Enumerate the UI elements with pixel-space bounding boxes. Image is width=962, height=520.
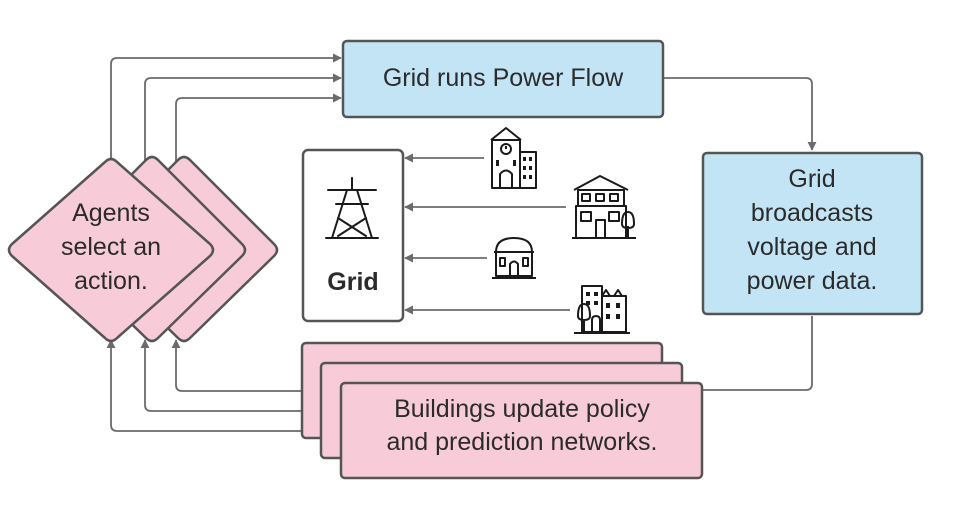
broadcast-line-1: Grid xyxy=(788,165,835,193)
arrow-update-to-agents-3 xyxy=(106,339,341,432)
power-flow-node: Grid runs Power Flow xyxy=(341,39,665,119)
apartment-block-icon xyxy=(574,285,630,334)
agents-node: Agents select an action. xyxy=(7,155,279,343)
arrow-broadcast-to-update xyxy=(703,316,813,391)
power-tower-icon xyxy=(325,177,379,241)
power-flow-label: Grid runs Power Flow xyxy=(383,64,624,92)
grid-node: Grid xyxy=(301,148,405,323)
agents-line-2: select an xyxy=(61,233,161,261)
arrow-update-to-agents-2 xyxy=(140,339,321,412)
buildings-update-node: Buildings update policy and prediction n… xyxy=(300,341,704,480)
broadcast-line-4: power data. xyxy=(747,267,878,295)
arrow-powerflow-to-broadcast xyxy=(663,77,817,151)
domed-hall-icon xyxy=(492,237,536,279)
arrow-update-to-agents-1 xyxy=(171,339,302,392)
clock-tower-building-icon xyxy=(490,127,537,189)
agents-line-3: action. xyxy=(74,267,148,295)
broadcast-node: Grid broadcasts voltage and power data. xyxy=(701,151,924,316)
update-stack-front xyxy=(339,381,704,480)
update-line-1: Buildings update policy xyxy=(394,395,650,423)
arrow-agents-to-powerflow-1 xyxy=(110,53,342,170)
arrow-agents-to-powerflow-3 xyxy=(175,93,342,170)
grid-label: Grid xyxy=(327,268,378,296)
townhouse-icon xyxy=(572,175,636,239)
agents-diamond-front xyxy=(7,157,215,343)
broadcast-line-2: broadcasts xyxy=(751,199,873,227)
broadcast-line-3: voltage and xyxy=(747,233,876,261)
arrow-agents-to-powerflow-2 xyxy=(144,73,342,170)
update-line-2: and prediction networks. xyxy=(387,428,658,456)
agents-line-1: Agents xyxy=(72,199,150,227)
connectors xyxy=(106,53,817,432)
